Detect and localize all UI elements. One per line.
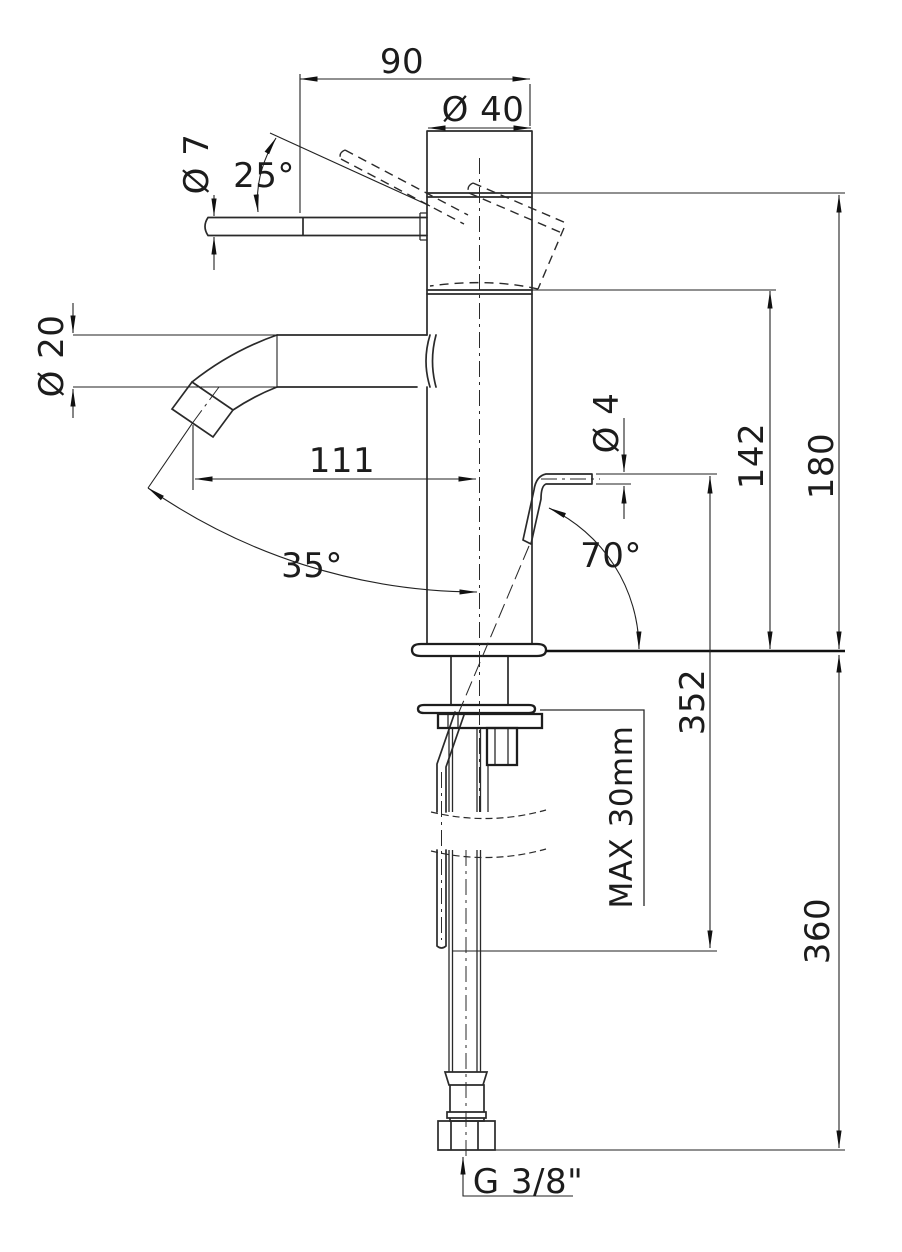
dim-arc-25 <box>253 137 277 213</box>
clamp-bracket <box>436 712 544 730</box>
hose-fitting <box>443 1071 489 1122</box>
spout-bend-arcs <box>191 334 278 411</box>
dimension-lines <box>70 76 842 1197</box>
aerator-axis <box>192 386 220 424</box>
dim-arc-70 <box>548 507 642 650</box>
dim-label-180: 180 <box>802 433 842 499</box>
dim-arc-35 <box>147 487 478 595</box>
max-thickness-leader <box>540 709 645 906</box>
dim-label-g38: G 3/8" <box>473 1162 584 1202</box>
dim-label-max30: MAX 30mm <box>604 726 640 909</box>
shank <box>450 655 509 706</box>
dim-label-d20: Ø 20 <box>32 315 72 398</box>
dim-label-90: 90 <box>380 42 424 82</box>
lever-socket <box>419 212 427 241</box>
dim-label-111: 111 <box>309 441 375 481</box>
base-flange <box>410 642 548 658</box>
spout-tube <box>276 334 428 388</box>
handle-lever <box>204 216 428 237</box>
dim-label-70: 70° <box>580 536 642 576</box>
dim-label-25: 25° <box>233 156 295 196</box>
leader-g38 <box>460 1156 573 1197</box>
angle-25-ref-line <box>269 132 431 207</box>
break-lines <box>430 809 547 859</box>
aerator-collar <box>170 380 235 439</box>
mount-nut <box>485 726 519 767</box>
angle-35-ref-line <box>147 422 193 489</box>
supply-hose <box>448 727 489 1072</box>
dim-label-360: 360 <box>798 898 838 964</box>
pull-rod-lower <box>436 711 465 949</box>
dim-label-142: 142 <box>732 423 772 489</box>
pull-rod-knob <box>522 473 593 545</box>
dimension-labels: 90 Ø 40 Ø 7 25° Ø 20 111 35° Ø 4 70° 142… <box>32 42 842 1202</box>
dim-label-d7: Ø 7 <box>177 134 217 195</box>
dim-label-d40: Ø 40 <box>442 90 525 130</box>
dim-label-d4: Ø 4 <box>587 393 627 454</box>
handle-raised-cap <box>429 182 567 290</box>
dim-label-35: 35° <box>281 546 343 586</box>
faucet-outline <box>170 130 593 1151</box>
mount-nut-facets <box>447 714 509 765</box>
handle-raised-lever <box>339 149 469 225</box>
body-cylinder <box>426 130 533 645</box>
extension-lines <box>73 74 845 1151</box>
centerlines <box>192 158 600 1158</box>
mounting-parts <box>410 642 845 767</box>
pull-rod-hidden <box>458 545 530 713</box>
clamp-washer <box>416 703 537 715</box>
dim-label-352: 352 <box>673 669 713 735</box>
hidden-lines <box>339 149 567 713</box>
spout-body-blend <box>425 334 437 388</box>
